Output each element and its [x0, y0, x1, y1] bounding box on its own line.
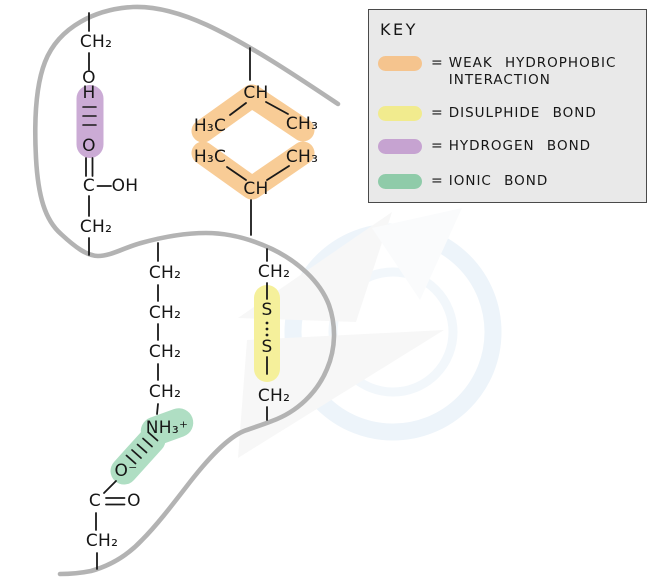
label-ch: CH — [243, 83, 269, 103]
equals-sign: = — [431, 173, 443, 189]
key-item-label: WEAK HYDROPHOBIC INTERACTION — [448, 55, 617, 88]
key-item-label: HYDROGEN BOND — [448, 138, 592, 154]
hydrogen-bond-dashes — [82, 106, 97, 126]
label-nh3: NH₃⁺ — [145, 418, 189, 438]
key-title: KEY — [380, 20, 418, 39]
hydrogen-bond-highlight — [76, 85, 104, 158]
key-item-ionic: = IONIC BOND — [378, 173, 549, 190]
label-ch3: CH₃ — [285, 114, 319, 134]
label-ch2: CH₂ — [148, 303, 182, 323]
disulphide-bond-highlight — [254, 285, 280, 382]
label-ch2: CH₂ — [79, 217, 113, 237]
label-o: O — [127, 491, 141, 511]
disulphide-bond-dots — [265, 321, 269, 337]
label-h3c: H₃C — [193, 116, 227, 136]
ionic-bond-dashes — [125, 431, 159, 465]
key-panel: KEY = WEAK HYDROPHOBIC INTERACTION = DIS… — [368, 9, 647, 203]
label-ch2: CH₂ — [257, 262, 291, 282]
ionic-swatch — [378, 174, 422, 189]
label-ch3: CH₃ — [285, 147, 319, 167]
key-item-weak-hydrophobic: = WEAK HYDROPHOBIC INTERACTION — [378, 55, 617, 89]
bond-lines — [82, 12, 290, 570]
label-c: C — [88, 491, 102, 511]
watermark-logo — [238, 208, 502, 458]
label-h: H — [82, 83, 96, 103]
equals-sign: = — [431, 55, 443, 71]
label-ch2: CH₂ — [148, 382, 182, 402]
label-h3c: H₃C — [193, 147, 227, 167]
key-item-label: DISULPHIDE BOND — [448, 105, 597, 121]
equals-sign: = — [431, 138, 443, 154]
label-s: S — [261, 300, 273, 320]
hydrogen-swatch — [378, 139, 422, 154]
label-o: O — [82, 136, 96, 156]
label-c: C — [82, 176, 96, 196]
label-ch2: CH₂ — [148, 263, 182, 283]
key-item-hydrogen: = HYDROGEN BOND — [378, 138, 592, 155]
hydrophobic-interaction-highlight-lower — [191, 141, 315, 200]
key-item-disulphide: = DISULPHIDE BOND — [378, 105, 597, 122]
label-ch: CH — [243, 179, 269, 199]
label-s: S — [261, 337, 273, 357]
label-ch2: CH₂ — [79, 32, 113, 52]
disulphide-swatch — [378, 106, 422, 121]
weak-hydrophobic-swatch — [378, 56, 422, 71]
label-o: O — [82, 68, 96, 88]
label-ch2: CH₂ — [85, 531, 119, 551]
key-item-label: IONIC BOND — [448, 173, 549, 189]
label-oh: OH — [111, 176, 139, 196]
label-ch2: CH₂ — [148, 342, 182, 362]
label-ch2: CH₂ — [257, 386, 291, 406]
hydrophobic-interaction-highlight-upper — [191, 84, 315, 143]
equals-sign: = — [431, 105, 443, 121]
polypeptide-backbone-curve — [33, 4, 341, 577]
label-o-minus: O⁻ — [114, 461, 138, 481]
